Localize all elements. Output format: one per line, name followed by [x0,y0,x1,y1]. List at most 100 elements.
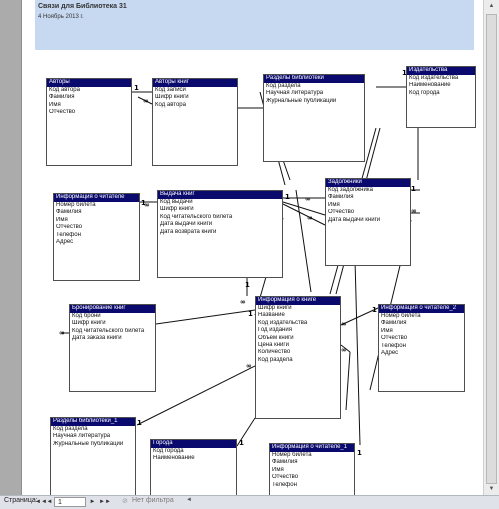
table-bronirovanie-knig[interactable]: Бронирование книг Код брони Шифр книги К… [69,304,156,392]
table-field: Код издательства [258,319,308,326]
table-izdatelstva[interactable]: Издательства Код издательства Наименован… [406,66,476,128]
filter-status[interactable]: Нет фильтра [132,497,174,504]
table-title: Информация о читателе [54,194,139,202]
next-page-icon[interactable]: ► [89,499,96,505]
table-avtory[interactable]: Авторы Код автора Фамилия Имя Отчество [46,78,132,166]
prev-page-icon[interactable]: ◄ [46,499,53,505]
table-field: Имя [272,466,284,473]
table-field: Номер билета [272,452,312,458]
table-field: Объем книги [258,334,294,341]
relationship-line [137,96,153,105]
table-field: Адрес [56,239,74,246]
table-field: Количество [258,349,291,356]
report-date: 4 Ноябрь 2013 г. [38,14,84,20]
table-field: Код издательства [409,75,459,81]
table-field: Фамилия [272,459,298,466]
cardinality-many: ∞ [246,362,252,370]
table-zadolzhniki[interactable]: Задолжники Код задолжника Фамилия Имя От… [325,178,411,266]
cardinality-one: 1 [248,310,253,318]
table-field: Номер билета [381,313,421,319]
scroll-down-icon[interactable]: ▼ [488,486,495,492]
page-label: Страница: [4,497,38,504]
cardinality-many: ∞ [307,214,313,222]
table-field: Наименование [153,455,195,462]
table-info-o-chitatele-2[interactable]: Информация о читателе_2 Номер билета Фам… [378,304,465,392]
relationship-line [236,417,256,447]
hscroll-left-icon[interactable]: ◄ [186,497,192,503]
cardinality-one: 1 [245,281,250,289]
table-field: Код раздела [258,356,293,363]
report-title: Связи для Библиотека 31 [38,3,127,10]
table-field: Цена книги [258,342,289,349]
scroll-thumb[interactable] [486,14,497,484]
cardinality-many: ∞ [59,329,65,337]
cardinality-one: 1 [402,69,407,77]
table-field: Телефон [272,481,297,488]
relationship-line [295,189,312,293]
report-header: Связи для Библиотека 31 4 Ноябрь 2013 г. [35,0,474,50]
table-info-o-knige[interactable]: Информация о книге Шифр книги Название К… [255,296,341,419]
table-title: Разделы библиотеки [264,75,364,83]
table-field: Шифр книги [155,94,189,101]
table-field: Имя [328,201,340,208]
record-navigation-bar: Страница: ◄◄ ◄ 1 ► ►► ⊘ Нет фильтра ◄ [0,495,499,509]
table-field: Название [258,312,285,319]
table-title: Авторы книг [153,79,237,87]
table-field: Журнальные публикации [53,440,124,447]
table-field: Журнальные публикации [266,97,337,104]
relationship-line [136,365,256,426]
table-field: Имя [56,216,68,223]
table-field: Код города [409,89,440,96]
scroll-up-icon[interactable]: ▲ [488,3,495,9]
table-field: Научная литература [53,433,111,440]
table-field: Код раздела [266,83,301,89]
table-field: Дата возврата книги [160,228,217,235]
cardinality-one: 1 [134,84,139,92]
cardinality-one: 1 [411,185,416,193]
vertical-scrollbar[interactable]: ▲ ▼ [483,0,499,495]
table-field: Отчество [328,209,355,216]
cardinality-many: ∞ [144,201,150,209]
table-field: Фамилия [328,194,354,201]
table-title: Информация о читателе_2 [379,305,464,313]
relationship-line [282,201,326,216]
table-field: Фамилия [49,94,75,101]
table-field: Код читательского билета [72,327,145,334]
report-viewport: Связи для Библиотека 31 4 Ноябрь 2013 г.… [21,0,483,495]
page-number-input[interactable]: 1 [54,497,86,507]
table-field: Отчество [381,335,408,342]
table-razdely-biblioteki-1[interactable]: Разделы библиотеки_1 Код раздела Научная… [50,417,136,495]
table-field: Телефон [56,231,81,238]
table-field: Код города [153,448,184,454]
table-vydacha-knig[interactable]: Выдача книг Код выдачи Шифр книги Код чи… [157,190,283,278]
table-title: Задолжники [326,179,410,187]
table-field: Адрес [381,350,399,357]
cardinality-one: 1 [372,306,377,314]
cardinality-one: 1 [141,199,146,207]
relationship-line [340,307,379,326]
table-title: Бронирование книг [70,305,155,313]
table-avtory-knig[interactable]: Авторы книг Код записи Шифр книги Код ав… [152,78,238,166]
table-razdely-biblioteki[interactable]: Разделы библиотеки Код раздела Научная л… [263,74,365,162]
table-field: Код брони [72,313,101,319]
relationship-line [340,344,351,353]
table-field: Код выдачи [160,199,193,205]
table-title: Авторы [47,79,131,87]
table-info-o-chitatele[interactable]: Информация о читателе Номер билета Фамил… [53,193,140,281]
first-page-icon[interactable]: ◄◄ [35,499,47,505]
table-field: Дата выдачи книги [328,216,381,223]
table-info-o-chitatele-1[interactable]: Информация о читателе_1 Номер билета Фам… [269,443,355,495]
cardinality-one: 1 [285,193,290,201]
table-field: Дата выдачи книги [160,221,213,228]
cardinality-one: 1 [137,419,142,427]
table-field: Шифр книги [258,305,292,311]
cardinality-one: 1 [239,439,244,447]
table-title: Издательства [407,67,475,75]
table-field: Отчество [49,109,76,116]
cardinality-many: ∞ [341,346,347,354]
table-field: Дата заказа книги [72,335,122,342]
last-page-icon[interactable]: ►► [99,499,111,505]
table-field: Код раздела [53,426,88,432]
table-field: Научная литература [266,90,324,97]
table-goroda[interactable]: Города Код города Наименование [150,439,237,495]
